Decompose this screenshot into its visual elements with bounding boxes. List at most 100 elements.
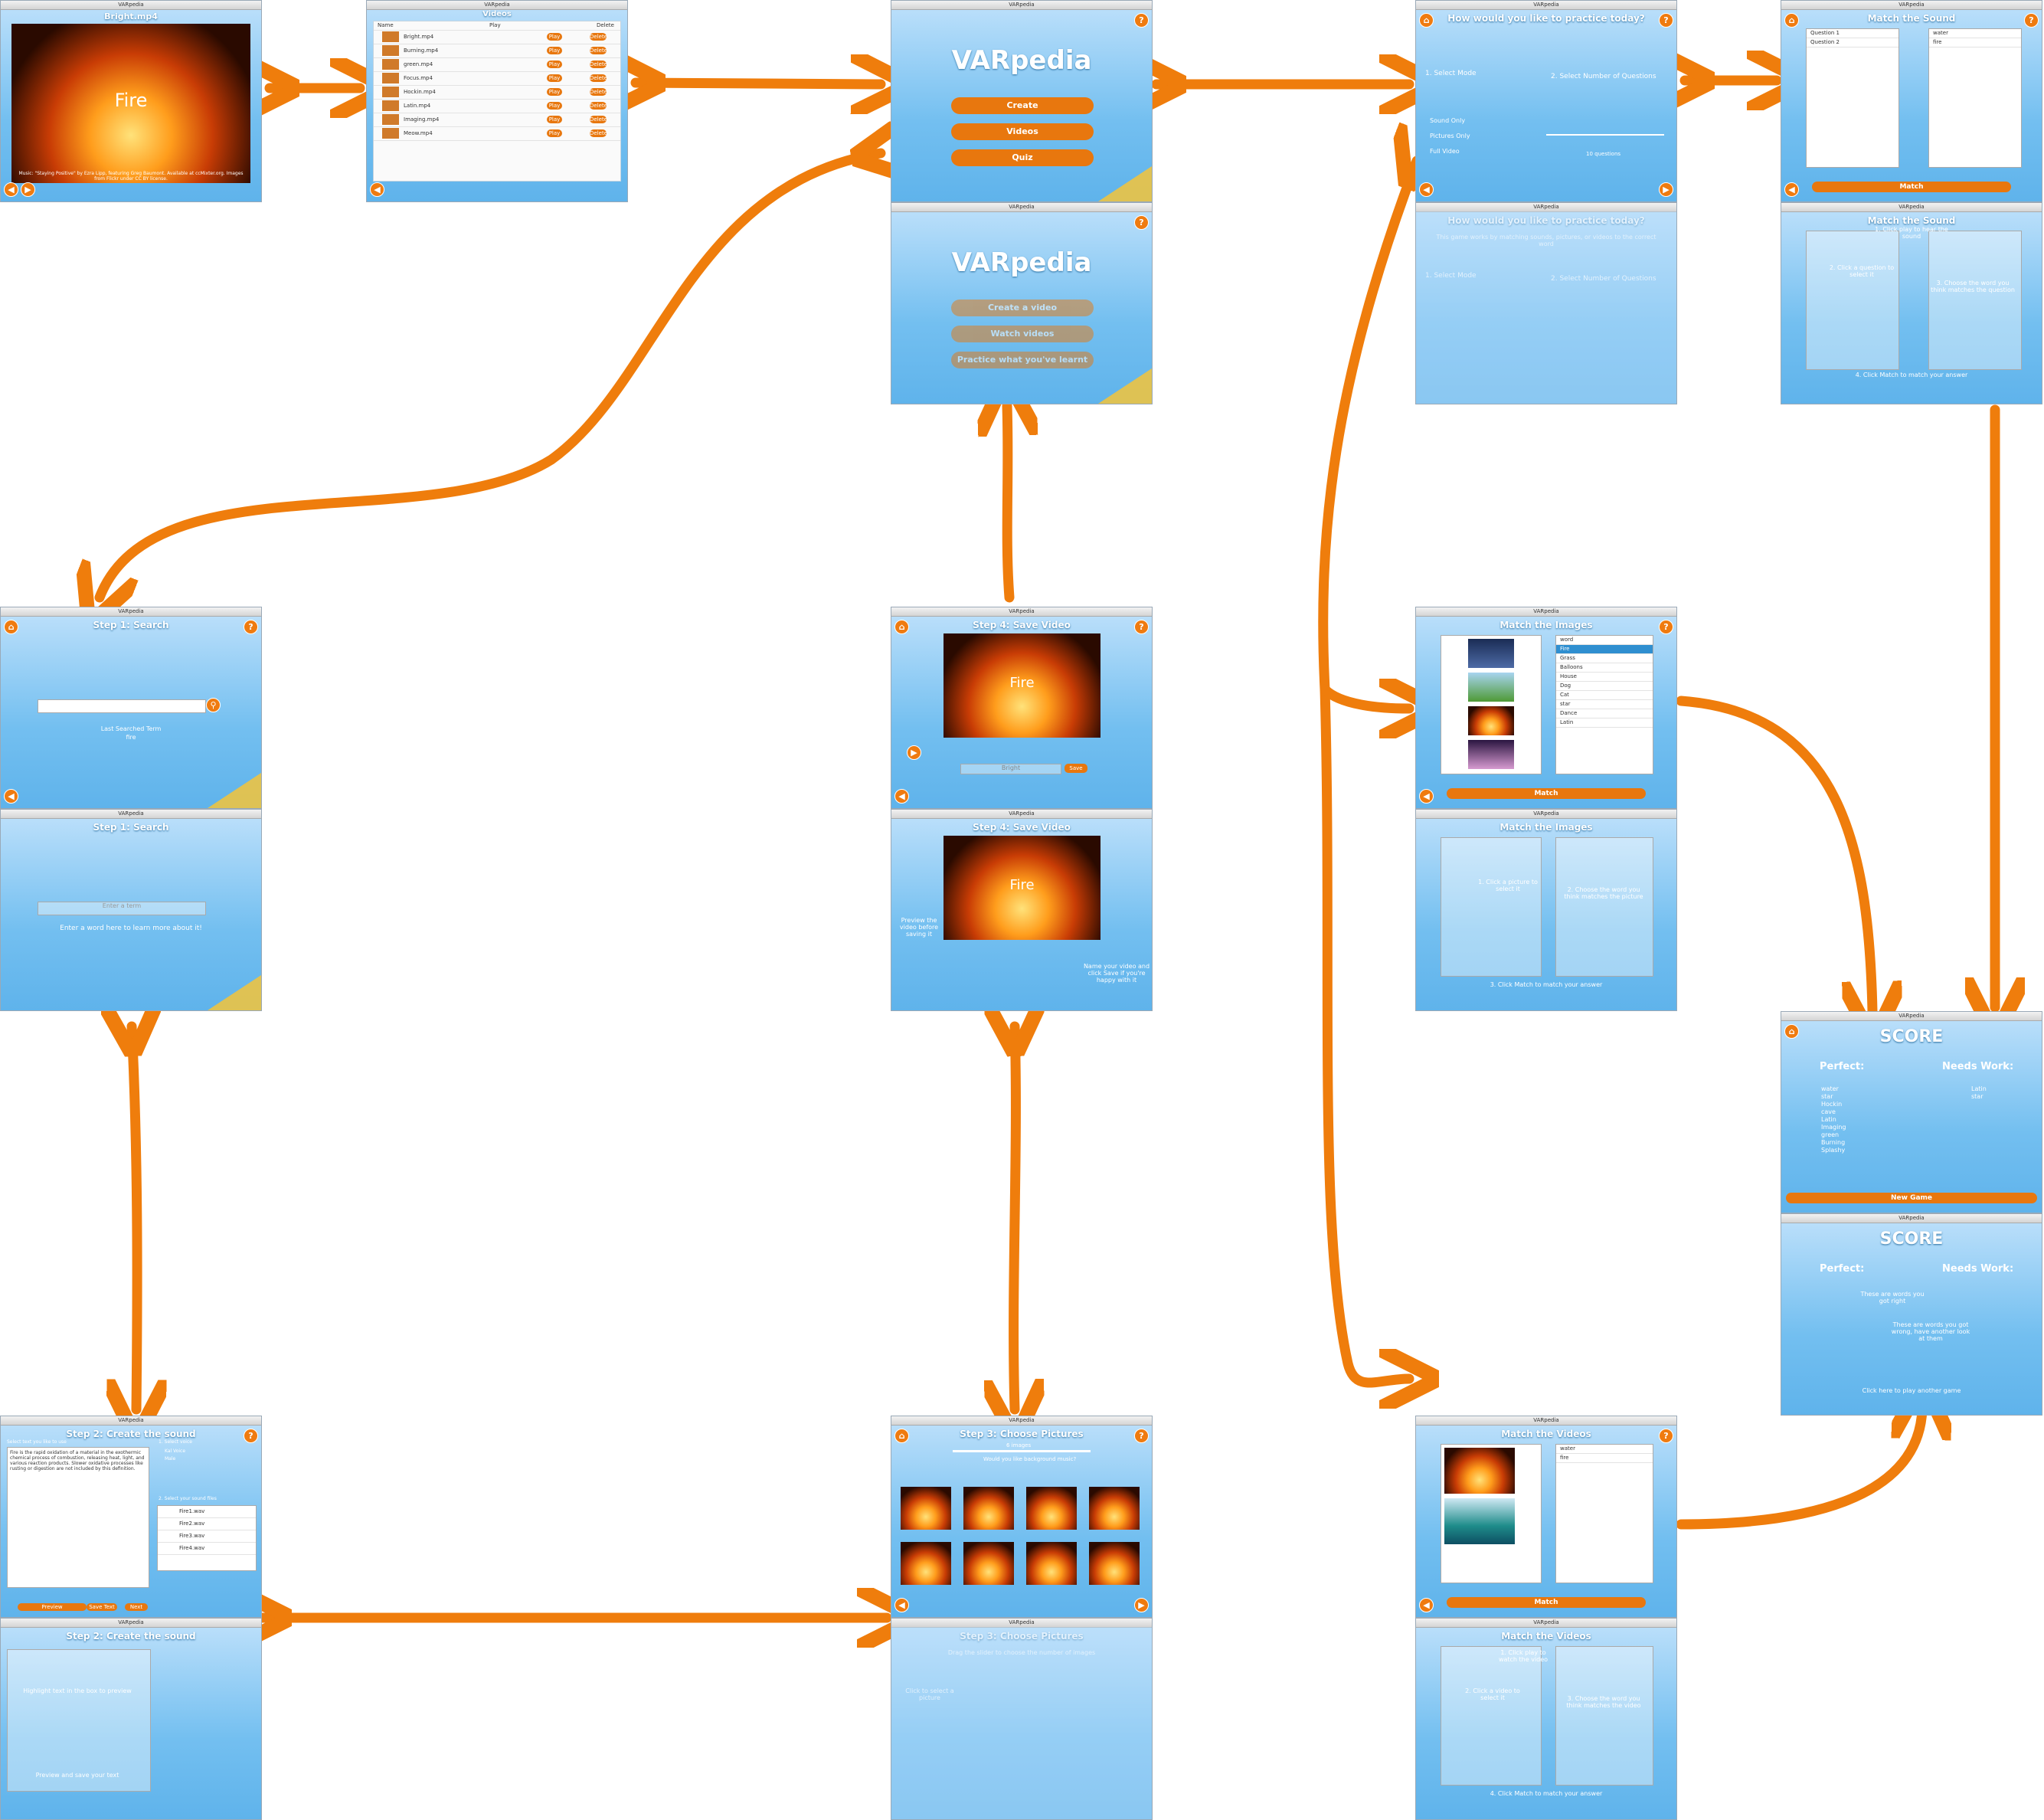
match-button[interactable]: Match bbox=[1447, 788, 1646, 799]
search-icon[interactable]: ⚲ bbox=[206, 698, 221, 712]
play-button[interactable]: Play bbox=[547, 47, 562, 54]
question-1[interactable]: Question 1 bbox=[1807, 29, 1898, 38]
preview-video[interactable]: Fire bbox=[944, 633, 1100, 738]
delete-button[interactable]: Delete bbox=[590, 74, 607, 82]
help-icon[interactable]: ? bbox=[244, 620, 258, 634]
word-item[interactable]: fire bbox=[1929, 38, 2021, 47]
image-list[interactable] bbox=[1441, 635, 1542, 774]
word-list[interactable]: water fire bbox=[1555, 1444, 1653, 1583]
help-icon[interactable]: ? bbox=[2024, 13, 2039, 28]
picture-option[interactable] bbox=[1089, 1542, 1140, 1585]
image-count-slider[interactable] bbox=[953, 1450, 1091, 1452]
video-name-input[interactable]: Bright bbox=[960, 764, 1061, 774]
save-text-button[interactable]: Save Text bbox=[87, 1603, 117, 1611]
help-icon[interactable]: ? bbox=[1659, 620, 1673, 634]
word-item[interactable]: House bbox=[1556, 673, 1653, 682]
word-item[interactable]: Latin bbox=[1556, 719, 1653, 728]
voice-option[interactable]: Kal Voice bbox=[165, 1448, 186, 1454]
word-item[interactable]: Fire bbox=[1556, 645, 1653, 654]
picture-option[interactable] bbox=[1089, 1487, 1140, 1530]
back-icon[interactable]: ◀ bbox=[1419, 789, 1434, 804]
word-item[interactable]: star bbox=[1556, 700, 1653, 709]
back-icon[interactable]: ◀ bbox=[4, 789, 18, 804]
picture-option[interactable] bbox=[901, 1542, 951, 1585]
play-button[interactable]: Play bbox=[547, 88, 562, 96]
back-icon[interactable]: ◀ bbox=[1419, 182, 1434, 197]
picture-option[interactable] bbox=[963, 1487, 1014, 1530]
home-icon[interactable]: ⌂ bbox=[4, 620, 18, 634]
match-button[interactable]: Match bbox=[1812, 182, 2011, 192]
play-button[interactable]: Play bbox=[547, 116, 562, 123]
questions-slider[interactable] bbox=[1546, 134, 1664, 136]
delete-button[interactable]: Delete bbox=[590, 129, 607, 137]
search-input[interactable] bbox=[38, 699, 206, 713]
delete-button[interactable]: Delete bbox=[590, 88, 607, 96]
home-icon[interactable]: ⌂ bbox=[894, 1429, 909, 1443]
play-button[interactable]: Play bbox=[547, 102, 562, 110]
help-icon[interactable]: ? bbox=[1134, 13, 1149, 28]
video-thumb[interactable] bbox=[1444, 1448, 1515, 1494]
delete-button[interactable]: Delete bbox=[590, 47, 607, 54]
quiz-button[interactable]: Quiz bbox=[951, 149, 1094, 166]
help-icon[interactable]: ? bbox=[1659, 1429, 1673, 1443]
voice-option[interactable]: Male bbox=[165, 1456, 176, 1462]
word-item[interactable]: water bbox=[1556, 1445, 1653, 1454]
play-button[interactable]: Play bbox=[547, 74, 562, 82]
picture-option[interactable] bbox=[1026, 1542, 1077, 1585]
back-icon[interactable]: ◀ bbox=[370, 182, 384, 197]
next-icon[interactable]: ▶ bbox=[1659, 182, 1673, 197]
help-icon[interactable]: ? bbox=[1659, 13, 1673, 28]
wiki-text[interactable]: Fire is the rapid oxidation of a materia… bbox=[7, 1447, 149, 1588]
play-icon[interactable]: ▶ bbox=[907, 745, 921, 760]
video-thumb[interactable] bbox=[1444, 1498, 1515, 1544]
mode-pictures[interactable]: Pictures Only bbox=[1430, 133, 1470, 139]
home-icon[interactable]: ⌂ bbox=[1784, 1024, 1799, 1039]
word-item[interactable]: fire bbox=[1556, 1454, 1653, 1463]
video-list[interactable] bbox=[1441, 1444, 1542, 1583]
delete-button[interactable]: Delete bbox=[590, 116, 607, 123]
question-2[interactable]: Question 2 bbox=[1807, 38, 1898, 47]
picture-option[interactable] bbox=[963, 1542, 1014, 1585]
back-icon[interactable]: ◀ bbox=[894, 1598, 909, 1612]
home-icon[interactable]: ⌂ bbox=[1419, 13, 1434, 28]
next-icon[interactable]: ▶ bbox=[1134, 1598, 1149, 1612]
word-item[interactable]: Grass bbox=[1556, 654, 1653, 663]
preview-button[interactable]: Preview bbox=[18, 1603, 87, 1611]
word-list[interactable]: water fire bbox=[1928, 28, 2022, 168]
delete-button[interactable]: Delete bbox=[590, 102, 607, 110]
play-icon[interactable]: ▶ bbox=[21, 182, 35, 197]
help-icon[interactable]: ? bbox=[1134, 1429, 1149, 1443]
question-list[interactable]: Question 1 Question 2 bbox=[1806, 28, 1899, 168]
fire-video[interactable]: Fire Music: "Staying Positive" by Ezra L… bbox=[11, 24, 250, 183]
match-button[interactable]: Match bbox=[1447, 1597, 1646, 1608]
home-icon[interactable]: ⌂ bbox=[1784, 13, 1799, 28]
save-button[interactable]: Save bbox=[1065, 764, 1087, 773]
mode-video[interactable]: Full Video bbox=[1430, 148, 1460, 155]
word-item[interactable]: Dance bbox=[1556, 709, 1653, 719]
help-icon[interactable]: ? bbox=[244, 1429, 258, 1443]
back-icon[interactable]: ◀ bbox=[1419, 1598, 1434, 1612]
back-icon[interactable]: ◀ bbox=[1784, 182, 1799, 197]
picture-option[interactable] bbox=[901, 1487, 951, 1530]
play-button[interactable]: Play bbox=[547, 33, 562, 41]
play-button[interactable]: Play bbox=[547, 129, 562, 137]
videos-button[interactable]: Videos bbox=[951, 123, 1094, 140]
word-item[interactable]: Dog bbox=[1556, 682, 1653, 691]
picture-option[interactable] bbox=[1026, 1487, 1077, 1530]
image-thumb[interactable] bbox=[1468, 673, 1514, 702]
new-game-button[interactable]: New Game bbox=[1786, 1193, 2037, 1203]
next-button[interactable]: Next bbox=[125, 1603, 148, 1611]
back-icon[interactable]: ◀ bbox=[4, 182, 18, 197]
help-icon[interactable]: ? bbox=[1134, 620, 1149, 634]
create-button[interactable]: Create bbox=[951, 97, 1094, 114]
delete-button[interactable]: Delete bbox=[590, 33, 607, 41]
delete-button[interactable]: Delete bbox=[590, 61, 607, 68]
music-question[interactable]: Would you like background music? bbox=[983, 1456, 1077, 1462]
help-icon[interactable]: ? bbox=[1134, 215, 1149, 230]
image-thumb[interactable] bbox=[1468, 740, 1514, 769]
word-item[interactable]: word bbox=[1556, 636, 1653, 645]
play-button[interactable]: Play bbox=[547, 61, 562, 68]
word-item[interactable]: water bbox=[1929, 29, 2021, 38]
